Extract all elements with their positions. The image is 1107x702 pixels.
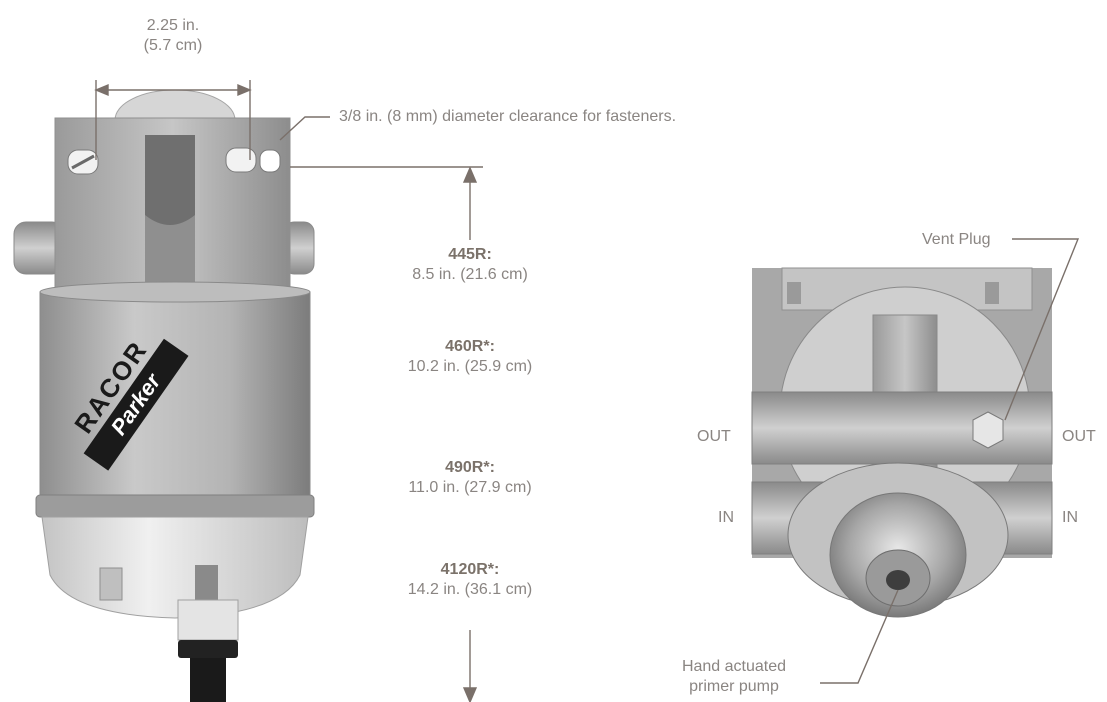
pump-leader-line bbox=[820, 589, 899, 684]
model-height: 11.0 in. (27.9 cm) bbox=[408, 479, 532, 496]
model-460r: 460R*: 10.2 in. (25.9 cm) bbox=[370, 337, 570, 377]
model-name: 490R*: bbox=[445, 459, 495, 476]
primer-pump-label: Hand actuated primer pump bbox=[648, 657, 820, 697]
model-name: 460R*: bbox=[445, 338, 495, 355]
model-445r: 445R: 8.5 in. (21.6 cm) bbox=[370, 245, 570, 285]
out-left-label: OUT bbox=[697, 428, 731, 445]
out-right-label: OUT bbox=[1062, 428, 1096, 445]
model-height: 8.5 in. (21.6 cm) bbox=[412, 266, 528, 283]
primer-pump-line1: Hand actuated bbox=[681, 658, 787, 675]
in-right-label: IN bbox=[1062, 509, 1078, 526]
width-label: 2.25 in. (5.7 cm) bbox=[127, 16, 219, 56]
filter-side-view: Parker RACOR bbox=[13, 89, 315, 702]
model-490r: 490R*: 11.0 in. (27.9 cm) bbox=[370, 458, 570, 498]
model-height: 14.2 in. (36.1 cm) bbox=[407, 581, 533, 598]
primer-pump-line2: primer pump bbox=[689, 678, 779, 695]
in-left-label: IN bbox=[718, 509, 734, 526]
vent-plug-label: Vent Plug bbox=[922, 231, 991, 248]
width-label-inches: 2.25 in. bbox=[146, 17, 200, 34]
model-name: 445R: bbox=[448, 246, 492, 263]
width-dimension-line bbox=[94, 80, 252, 160]
height-dimension-arrow bbox=[462, 166, 478, 702]
filter-bottom-view bbox=[751, 267, 1053, 618]
width-label-cm: (5.7 cm) bbox=[143, 37, 203, 54]
model-height: 10.2 in. (25.9 cm) bbox=[407, 358, 533, 375]
fastener-clearance-note: 3/8 in. (8 mm) diameter clearance for fa… bbox=[339, 108, 677, 125]
fastener-leader-line bbox=[279, 116, 330, 141]
vent-plug-leader-line bbox=[1004, 238, 1080, 421]
model-4120r: 4120R*: 14.2 in. (36.1 cm) bbox=[370, 560, 570, 600]
model-name: 4120R*: bbox=[440, 561, 500, 578]
